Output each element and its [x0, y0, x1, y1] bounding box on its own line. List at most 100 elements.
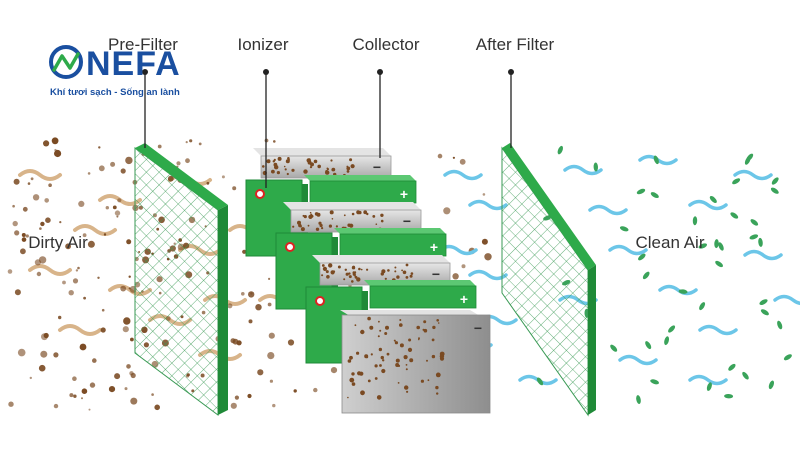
dust-particle — [374, 364, 378, 368]
dust-particle — [376, 395, 382, 400]
dust-particle — [268, 277, 271, 280]
dust-particle — [14, 289, 21, 296]
dust-particle — [357, 371, 362, 376]
dust-particle — [372, 215, 376, 218]
dust-particle — [325, 270, 329, 274]
dust-particle — [437, 322, 440, 324]
leaf-icon — [750, 219, 759, 226]
dust-particle — [330, 159, 333, 162]
dust-particle — [116, 215, 119, 218]
dust-particle — [21, 233, 26, 237]
label-clean-air: Clean Air — [636, 233, 705, 252]
minus-sign: − — [373, 159, 381, 175]
dust-particle — [151, 393, 154, 396]
dust-particle — [13, 178, 20, 185]
dust-particle — [274, 165, 279, 170]
dust-particle — [452, 273, 459, 280]
dust-particle — [308, 159, 311, 162]
dust-particle — [357, 212, 359, 215]
dust-particle — [380, 355, 384, 360]
dust-particle — [360, 268, 363, 271]
dust-particle — [321, 227, 324, 230]
dust-particle — [248, 291, 255, 298]
dust-particle — [43, 140, 50, 147]
dust-particle — [75, 269, 79, 272]
dust-particle — [185, 158, 190, 164]
dust-particle — [381, 368, 386, 374]
dust-particle — [273, 158, 276, 161]
dust-particle — [418, 338, 420, 341]
dust-particle — [45, 217, 51, 223]
dust-particle — [242, 249, 247, 254]
dust-particle — [286, 172, 289, 176]
dust-particle — [318, 221, 322, 225]
dust-particle — [103, 233, 107, 236]
dust-particle — [269, 379, 273, 383]
dust-particle — [394, 270, 397, 273]
leaf-icon — [742, 371, 749, 380]
dust-particle — [379, 364, 382, 367]
dust-particle — [374, 377, 378, 380]
dust-particle — [405, 263, 409, 267]
ionizer-emitter-icon — [285, 242, 295, 252]
dust-particle — [380, 219, 384, 223]
dust-particle — [409, 358, 414, 363]
dust-particle — [435, 372, 441, 378]
collector-plate — [341, 314, 491, 414]
dust-particle — [87, 240, 95, 248]
dust-particle — [310, 162, 314, 167]
dust-particle — [298, 223, 302, 228]
dust-particle — [347, 396, 349, 399]
ionizer-emitter-icon — [255, 189, 265, 199]
pre-filter-panel — [134, 143, 228, 416]
dust-particle — [277, 156, 282, 161]
leaf-icon — [714, 239, 719, 249]
dust-particle — [343, 214, 346, 217]
dust-particle — [426, 359, 428, 362]
dust-particle — [130, 337, 134, 342]
dirty-wisp — [73, 224, 117, 236]
dust-particle — [337, 265, 341, 269]
dust-particle — [380, 213, 384, 217]
dust-particle — [349, 355, 353, 360]
dust-particle — [420, 379, 424, 383]
dust-particle — [276, 171, 280, 175]
dust-particle — [98, 146, 101, 149]
dust-particle — [344, 268, 347, 271]
dust-particle — [101, 308, 105, 312]
dust-particle — [7, 269, 13, 274]
dirty-wisp — [58, 324, 102, 336]
dust-particle — [206, 181, 210, 185]
minus-sign: − — [403, 213, 411, 229]
dust-particle — [346, 165, 349, 168]
dust-particle — [354, 271, 357, 274]
label-pre-filter: Pre-Filter — [108, 35, 178, 54]
dust-particle — [12, 220, 18, 227]
dust-particle — [309, 166, 313, 169]
dust-particle — [81, 388, 88, 395]
dust-particle — [288, 158, 290, 161]
dust-particle — [378, 347, 383, 352]
dust-particle — [326, 167, 329, 170]
dust-particle — [437, 153, 443, 159]
dust-particle — [300, 227, 305, 232]
dust-particle — [126, 364, 131, 369]
leaf-icon — [678, 289, 688, 294]
dust-particle — [77, 266, 80, 270]
dust-particle — [387, 269, 390, 272]
dust-particle — [117, 198, 122, 203]
dust-particle — [100, 327, 106, 333]
dust-particle — [436, 392, 439, 395]
dust-particle — [54, 148, 57, 152]
dust-particle — [394, 266, 397, 269]
dust-particle — [105, 206, 110, 210]
dust-particle — [110, 161, 116, 167]
dust-particle — [221, 175, 225, 179]
leaf-icon — [758, 237, 763, 247]
dust-particle — [436, 319, 440, 322]
leaf-icon — [718, 242, 724, 251]
dust-particle — [283, 165, 286, 168]
leaf-icon — [744, 156, 751, 165]
dust-particle — [53, 352, 59, 358]
